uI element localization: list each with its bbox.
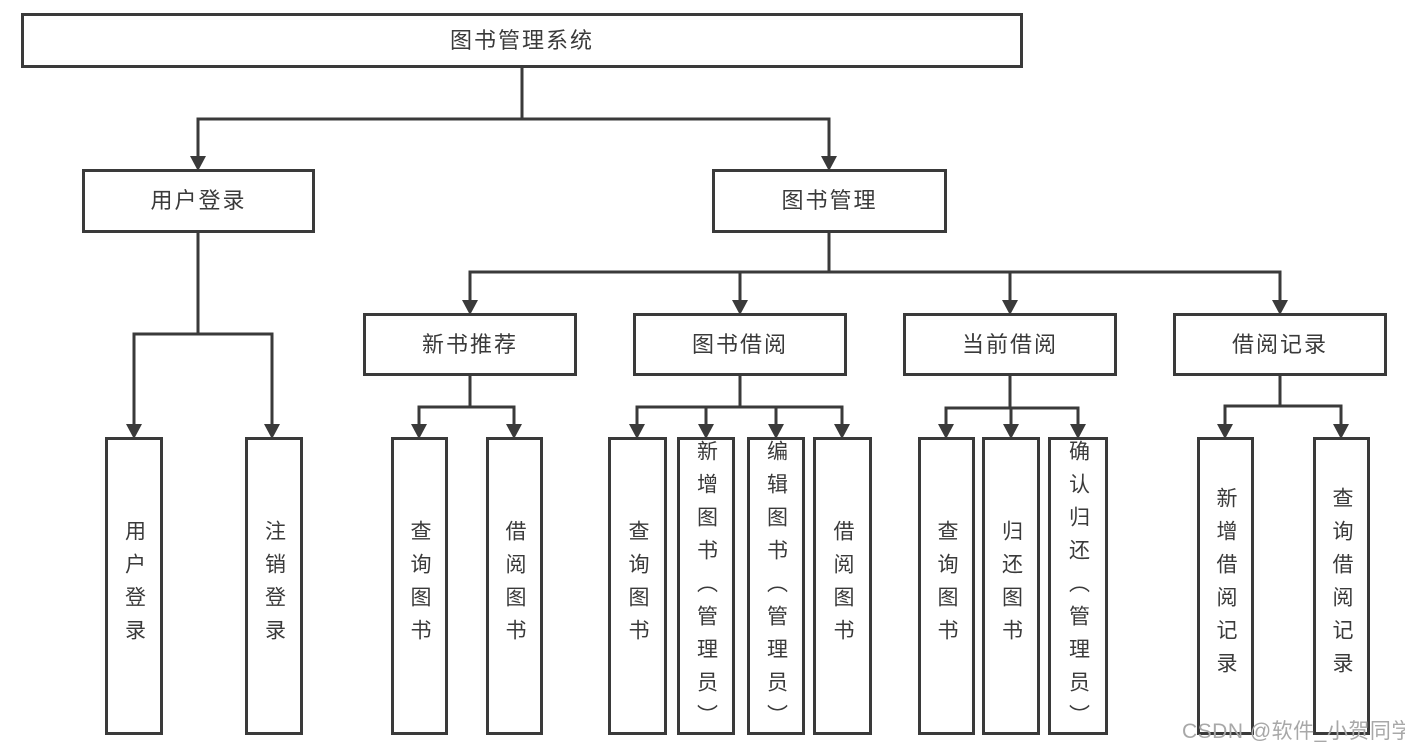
leaf-borrow-books: 借阅图书 <box>813 437 872 735</box>
leaf-confirm-return-admin: 确认归还（管理员） <box>1048 437 1108 737</box>
node-library-management-system: 图书管理系统 <box>21 13 1023 68</box>
leaf-borrow-books-recommend: 借阅图书 <box>486 437 543 735</box>
leaf-query-books-recommend: 查询图书 <box>391 437 448 735</box>
leaf-query-borrow-record: 查询借阅记录 <box>1313 437 1370 735</box>
leaf-query-books-current: 查询图书 <box>918 437 975 735</box>
leaf-user-login: 用户登录 <box>105 437 163 735</box>
node-book-borrow: 图书借阅 <box>633 313 847 376</box>
leaf-logout: 注销登录 <box>245 437 303 735</box>
arrowheads <box>126 156 1349 439</box>
leaf-return-books: 归还图书 <box>982 437 1040 735</box>
node-current-borrow: 当前借阅 <box>903 313 1117 376</box>
node-borrow-records: 借阅记录 <box>1173 313 1387 376</box>
leaf-add-books-admin: 新增图书（管理员） <box>677 437 735 737</box>
leaf-edit-books-admin: 编辑图书（管理员） <box>747 437 805 737</box>
node-user-login: 用户登录 <box>82 169 315 233</box>
leaf-add-borrow-record: 新增借阅记录 <box>1197 437 1254 735</box>
leaf-query-books-borrow: 查询图书 <box>608 437 667 735</box>
node-book-management: 图书管理 <box>712 169 947 233</box>
node-new-book-recommend: 新书推荐 <box>363 313 577 376</box>
csdn-watermark: CSDN @软件_小贺同学 <box>1182 720 1405 743</box>
